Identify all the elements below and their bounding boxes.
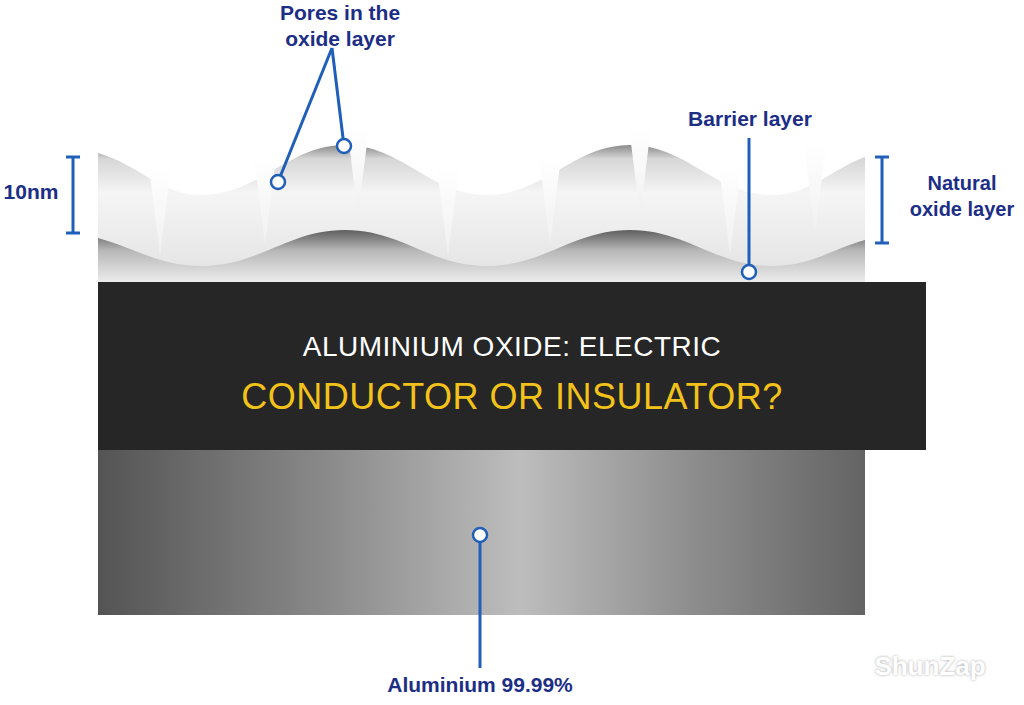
callout-label: Pores in the oxide layer [258,0,422,52]
pore [347,127,369,215]
callout-label: Aluminium 99.99% [360,672,600,698]
brackets [66,157,889,243]
title-banner [98,282,926,450]
leader-dot [742,265,756,279]
banner-title: ALUMINIUM OXIDE: ELECTRIC CONDUCTOR OR I… [232,322,792,422]
leader-line [332,48,344,146]
leader-line [278,48,332,182]
leader-dot [271,175,285,189]
dimension-bracket [66,157,80,233]
leader-line [748,138,751,272]
pores [149,127,826,256]
pore [149,167,171,255]
leader-dot [337,139,351,153]
pore [719,167,741,255]
pore [254,157,276,245]
dimension-label: Natural oxide layer [903,170,1021,222]
pore [437,168,459,256]
callout-label: Barrier layer [672,106,828,132]
pore [629,127,651,215]
watermark: ShunZap [855,650,1005,682]
pore [804,145,826,233]
leader-line [479,535,482,668]
dimension-label: 10nm [0,179,62,205]
leader-dot [473,528,487,542]
pore [539,157,561,245]
dimension-bracket [875,157,889,243]
